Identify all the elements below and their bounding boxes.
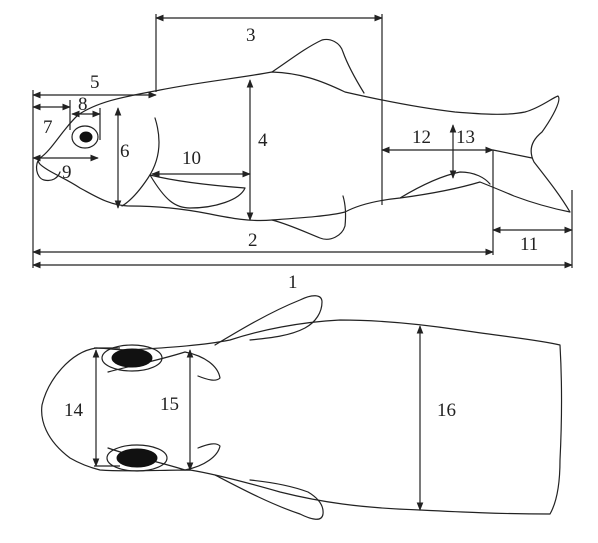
dorsal-measurements [92, 325, 424, 511]
label-11: 11 [520, 234, 538, 255]
dorsal-view [41, 295, 563, 520]
lateral-labels: 1 2 3 4 5 6 7 8 9 10 11 12 13 [43, 25, 538, 293]
label-10: 10 [182, 148, 201, 169]
label-14: 14 [64, 400, 84, 421]
caudal-fork [492, 149, 533, 159]
mouth [35, 157, 61, 182]
dorsal-left-pectoral-fin [214, 295, 323, 346]
label-12: 12 [412, 127, 431, 148]
label-4: 4 [258, 130, 268, 151]
label-16: 16 [437, 400, 456, 421]
pelvic-fin [271, 195, 347, 240]
label-1: 1 [288, 272, 298, 293]
label-13: 13 [456, 127, 475, 148]
label-7: 7 [43, 117, 53, 138]
dorsal-fin [271, 38, 365, 94]
label-6: 6 [120, 141, 130, 162]
dorsal-right-eye-rim [106, 444, 168, 472]
lateral-eye [71, 125, 99, 149]
label-3: 3 [246, 25, 256, 46]
label-5: 5 [90, 72, 100, 93]
pectoral-fin [149, 174, 246, 209]
operculum [121, 117, 160, 207]
lateral-pupil [79, 131, 93, 143]
dorsal-right-eye [116, 448, 158, 468]
dorsal-body-outline [41, 319, 563, 515]
dorsal-left-eye [111, 348, 153, 368]
dorsal-labels: 14 15 16 [64, 394, 456, 421]
label-8: 8 [78, 94, 88, 115]
lateral-measurements [32, 14, 573, 269]
label-15: 15 [160, 394, 179, 415]
anal-fin [399, 171, 491, 199]
label-2: 2 [248, 230, 258, 251]
label-9: 9 [62, 162, 72, 183]
dorsal-left-eye-rim [101, 344, 163, 372]
lateral-view [35, 38, 571, 240]
dorsal-right-pectoral-fin [214, 474, 324, 520]
